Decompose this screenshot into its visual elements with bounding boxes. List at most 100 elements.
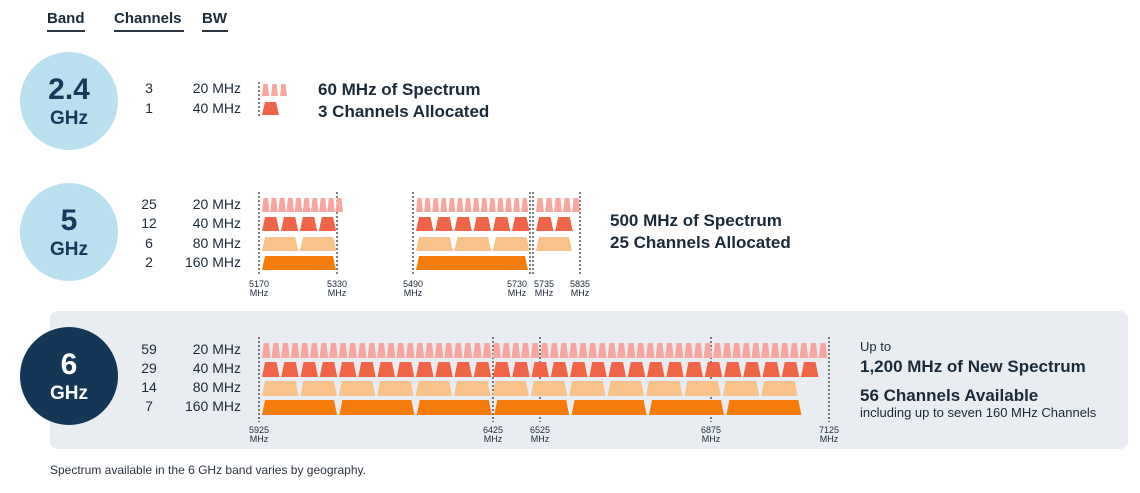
band-5-circle: 5 GHz — [20, 183, 118, 281]
channel-20mhz — [502, 343, 511, 358]
band-2-4-value: 2.4 — [48, 72, 90, 106]
freq-label-6525: 6525 — [530, 425, 550, 435]
channel-20mhz — [425, 343, 434, 358]
channel-20mhz — [713, 343, 722, 358]
channel-20mhz — [310, 343, 319, 358]
channel-20mhz — [563, 198, 571, 212]
freq-label-7125: 7125 — [819, 425, 839, 435]
channel-40mhz — [704, 362, 723, 377]
channel-80mhz — [530, 381, 568, 396]
channel-20mhz — [572, 198, 580, 212]
channel-80mhz — [761, 381, 798, 396]
channel-20mhz — [607, 343, 617, 358]
band-5-bw-40: 40 MHz — [192, 215, 241, 231]
channel-20mhz — [809, 343, 818, 358]
band-6-channels-160: 7 — [145, 398, 153, 414]
channel-80mhz — [300, 237, 337, 251]
channel-40mhz — [536, 217, 554, 231]
channel-40mhz — [550, 362, 569, 377]
band-5-channels-20: 25 — [141, 196, 157, 212]
freq-label-5330-unit: MHz — [328, 288, 347, 298]
channel-20mhz — [588, 343, 597, 358]
channel-20mhz — [770, 343, 780, 358]
channel-20mhz — [482, 343, 492, 358]
channel-20mhz — [310, 198, 319, 212]
channel-40mhz — [781, 362, 800, 377]
freq-label-5330: 5330 — [327, 279, 347, 289]
channel-20mhz — [338, 343, 348, 358]
channel-20mhz — [335, 198, 343, 212]
channel-40mhz — [531, 362, 549, 377]
band-2-4-unit: GHz — [50, 107, 88, 129]
channel-80mhz — [454, 237, 492, 251]
channel-80mhz — [262, 237, 299, 251]
channel-20mhz — [472, 198, 480, 212]
band-6-spectrum-text: 1,200 MHz of New Spectrum — [860, 357, 1086, 376]
channel-80mhz — [338, 381, 376, 396]
channel-160mhz — [649, 400, 724, 415]
band-6-value: 6 — [60, 347, 78, 381]
freq-label-5735-unit: MHz — [535, 288, 554, 298]
freq-label-6875: 6875 — [701, 425, 721, 435]
channel-80mhz — [684, 381, 721, 396]
channel-20mhz — [416, 198, 423, 212]
channel-20mhz — [329, 343, 338, 358]
channel-40mhz — [666, 362, 684, 377]
channel-40mhz — [762, 362, 780, 377]
channel-40mhz — [512, 362, 530, 377]
channel-20mhz — [540, 343, 549, 358]
channel-40mhz — [299, 217, 318, 231]
channel-40mhz — [300, 362, 318, 377]
channel-20mhz — [286, 198, 295, 212]
channel-20mhz — [646, 343, 655, 358]
channel-20mhz — [751, 343, 761, 358]
freq-label-6425: 6425 — [483, 425, 503, 435]
freq-label-5730-unit: MHz — [508, 288, 527, 298]
channel-80mhz — [300, 381, 337, 396]
band-5-bw-160: 160 MHz — [184, 254, 241, 270]
channel-20mhz — [280, 84, 287, 96]
freq-label-5730: 5730 — [507, 279, 527, 289]
channel-20mhz — [488, 198, 496, 212]
channel-40mhz — [473, 362, 492, 377]
channel-20mhz — [327, 198, 335, 212]
channel-20mhz — [262, 198, 270, 212]
channel-20mhz — [415, 343, 425, 358]
channel-20mhz — [818, 343, 828, 358]
freq-label-5925: 5925 — [249, 425, 269, 435]
channel-40mhz — [319, 362, 338, 377]
channel-40mhz — [743, 362, 761, 377]
channel-40mhz — [262, 102, 279, 115]
channel-20mhz — [278, 198, 286, 212]
channel-40mhz — [435, 362, 453, 377]
channel-20mhz — [497, 198, 504, 212]
channel-40mhz — [493, 362, 511, 377]
band-6-unit: GHz — [50, 382, 88, 404]
band-5-bw-20: 20 MHz — [192, 196, 241, 212]
channel-40mhz — [608, 362, 626, 377]
channel-40mhz — [647, 362, 665, 377]
freq-label-6875-unit: MHz — [702, 434, 721, 444]
channel-20mhz — [367, 343, 377, 358]
band-6-bw-80: 80 MHz — [192, 379, 241, 395]
channel-80mhz — [454, 381, 491, 396]
header-channels: Channels — [114, 10, 184, 32]
channel-20mhz — [492, 343, 501, 358]
channel-20mhz — [271, 343, 281, 358]
freq-label-5170: 5170 — [249, 279, 269, 289]
channel-20mhz — [348, 343, 357, 358]
channel-40mhz — [801, 362, 819, 377]
freq-label-5490: 5490 — [403, 279, 423, 289]
channel-80mhz — [607, 381, 645, 396]
channel-20mhz — [300, 343, 309, 358]
footnote: Spectrum available in the 6 GHz band var… — [50, 463, 366, 477]
band-6-bw-160: 160 MHz — [184, 398, 241, 414]
channel-40mhz — [454, 362, 472, 377]
channel-160mhz — [339, 400, 415, 415]
band-6-note: including up to seven 160 MHz Channels — [860, 405, 1097, 420]
channel-20mhz — [545, 198, 553, 212]
band-2-4-channels-20: 3 — [145, 80, 153, 96]
channel-20mhz — [432, 198, 440, 212]
channel-20mhz — [513, 198, 521, 212]
band-5-bw-80: 80 MHz — [192, 235, 241, 251]
